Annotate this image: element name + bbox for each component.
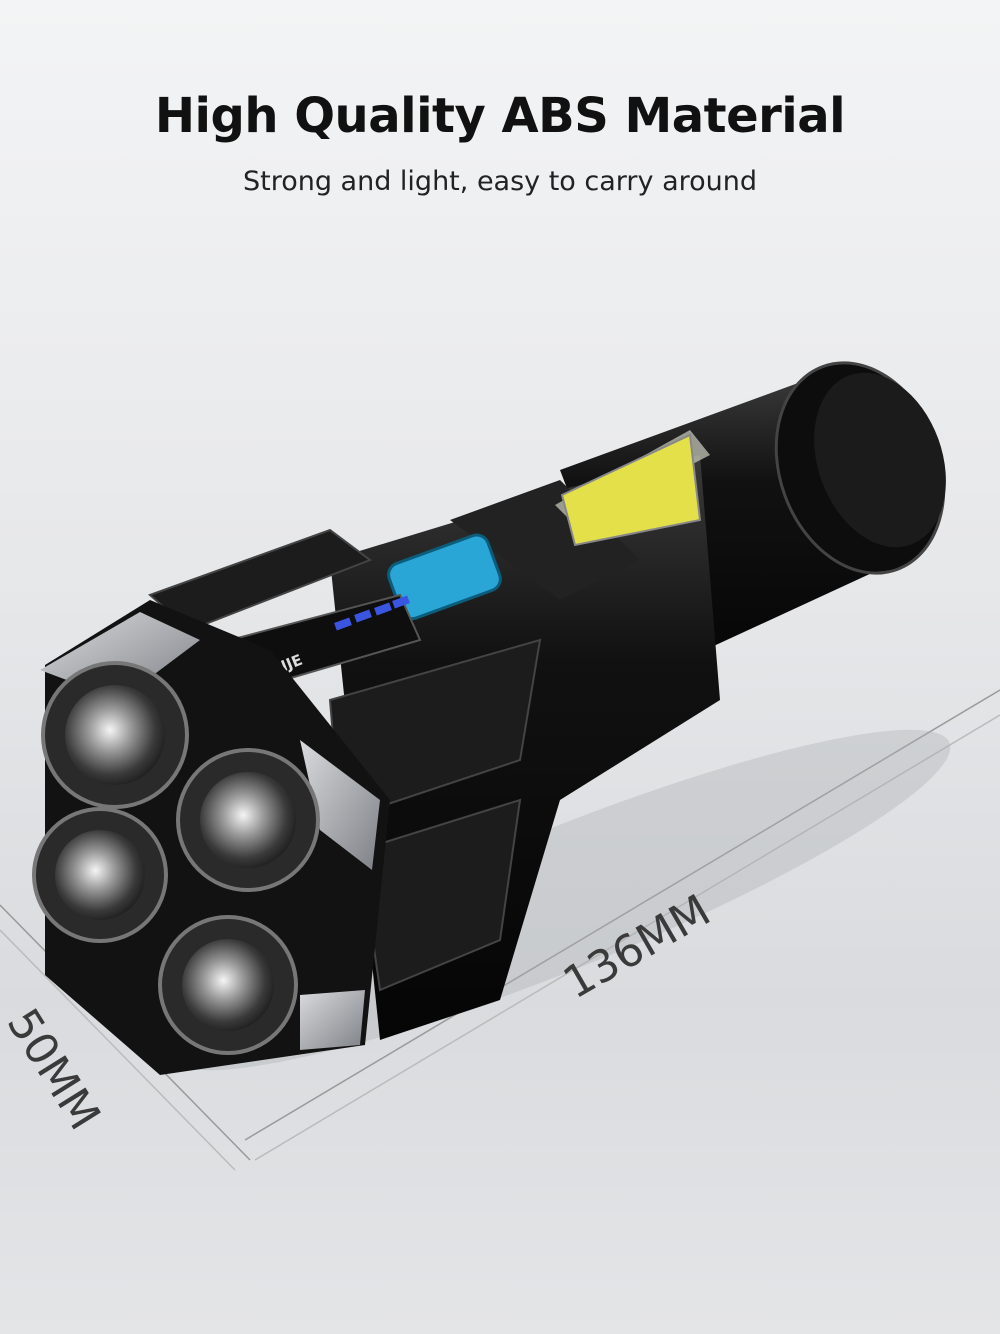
cooling-fins: [148, 528, 542, 992]
page-title: High Quality ABS Material: [154, 88, 846, 144]
led-lenses: [32, 661, 320, 1055]
cob-light: [555, 430, 710, 547]
ruler-length: [244, 689, 1000, 1161]
power-button[interactable]: [385, 532, 504, 622]
page-subtitle: Strong and light, easy to carry around: [242, 166, 758, 197]
